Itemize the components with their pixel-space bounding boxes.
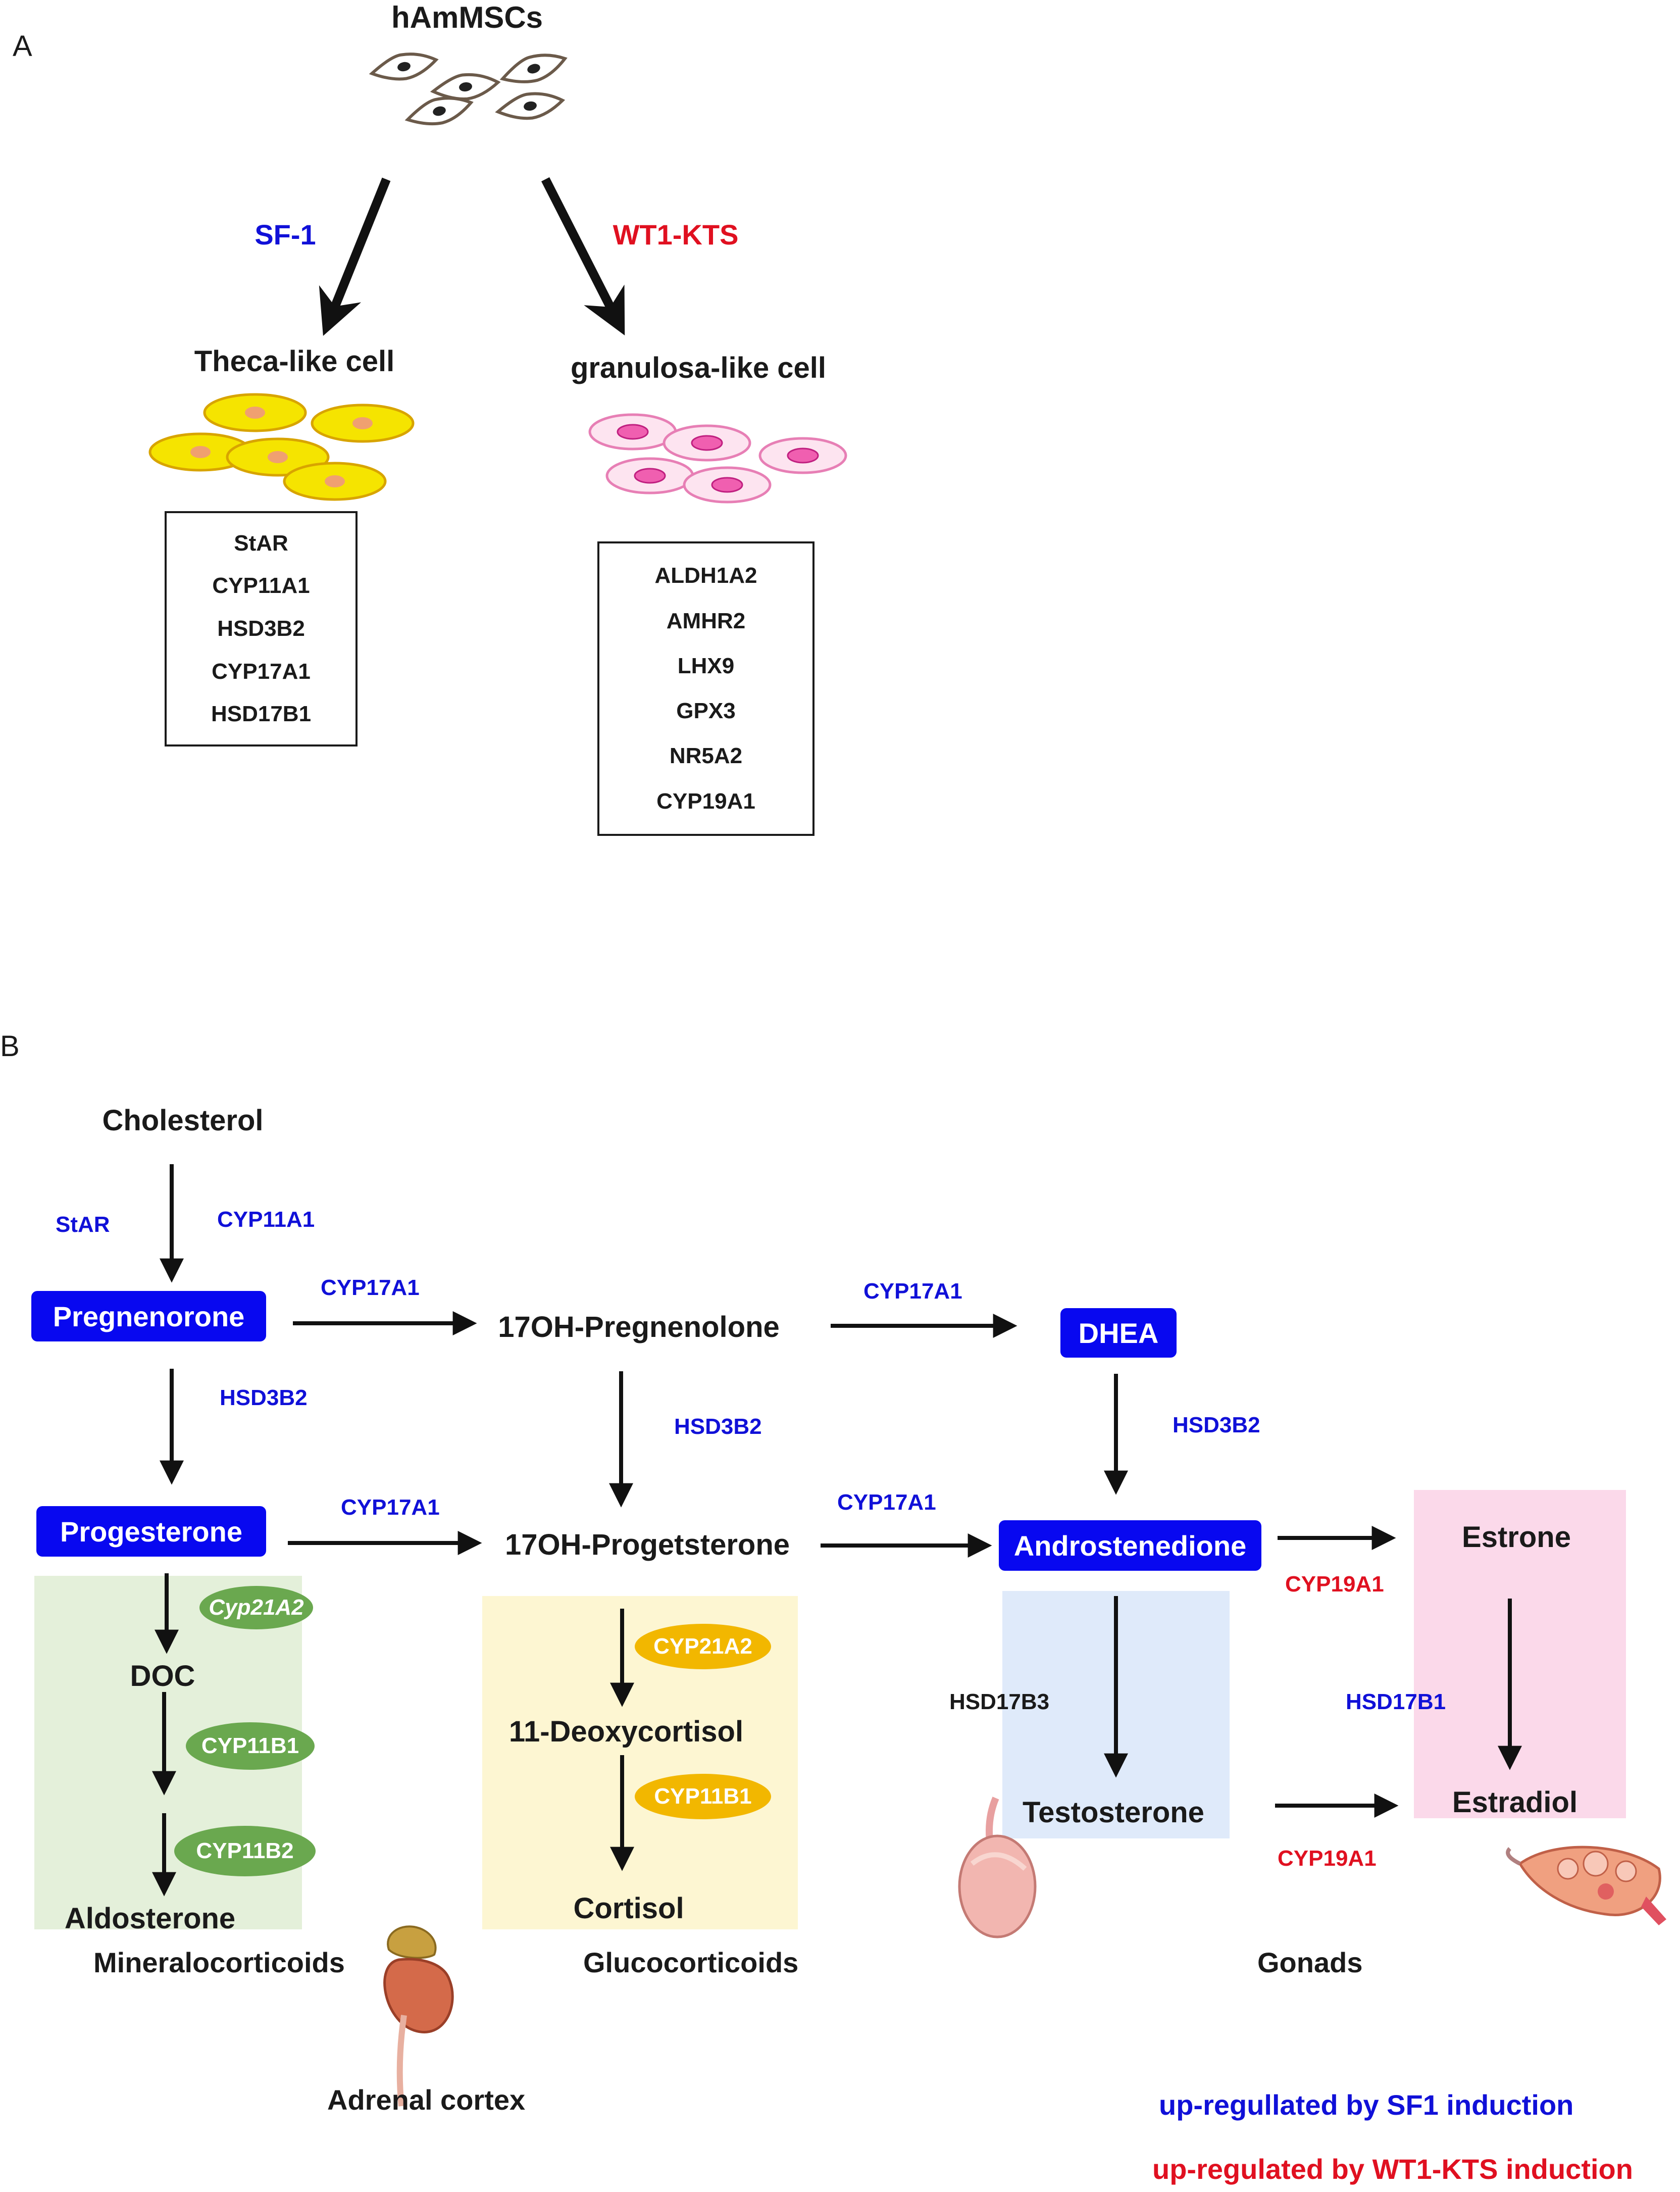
enzyme-hsd3b2-1: HSD3B2: [220, 1385, 308, 1410]
granulosa-cell: [758, 437, 847, 474]
legend-wt1-kts: up-regulated by WT1-KTS induction: [1152, 2153, 1633, 2185]
msc-cell: [369, 53, 439, 81]
enzyme-hsd17b3: HSD17B3: [949, 1689, 1050, 1714]
granulosa-cells: [588, 413, 847, 504]
gene-item: CYP19A1: [656, 788, 755, 814]
enzyme-cyp19a1-1: CYP19A1: [1285, 1572, 1384, 1597]
granulosa-cell: [605, 457, 694, 494]
gene-item: HSD3B2: [217, 616, 305, 641]
gene-item: CYP11A1: [212, 573, 310, 599]
theca-cell-title: Theca-like cell: [194, 345, 395, 378]
gene-item: LHX9: [677, 653, 735, 678]
factor-sf1: SF-1: [254, 219, 316, 251]
pathway-arrows: [152, 1164, 1522, 1897]
theca-cells: [148, 393, 415, 501]
node-estradiol: Estradiol: [1452, 1786, 1578, 1819]
enzyme-pill-cyp21a2-amber: CYP21A2: [635, 1624, 771, 1669]
enzyme-pill-cyp21a2-green: Cyp21A2: [199, 1586, 313, 1629]
node-estrone: Estrone: [1462, 1521, 1571, 1554]
enzyme-pill-cyp11b2-green: CYP11B2: [174, 1826, 316, 1876]
granulosa-cell: [663, 424, 751, 462]
enzyme-cyp17a1-1: CYP17A1: [321, 1275, 420, 1300]
panel-b-label: B: [0, 1030, 20, 1063]
panel-a-label: A: [13, 30, 32, 63]
testis-illustration: [958, 1797, 1037, 1938]
theca-cell: [283, 462, 387, 501]
node-doc: DOC: [130, 1660, 195, 1692]
enzyme-cyp17a1-4: CYP17A1: [837, 1490, 936, 1515]
gene-item: ALDH1A2: [654, 563, 757, 588]
theca-gene-list: StAR CYP11A1 HSD3B2 CYP17A1 HSD17B1: [165, 511, 358, 746]
node-pregnenorone: Pregnenorone: [31, 1291, 266, 1341]
msc-cells: [369, 53, 568, 126]
granulosa-cell-title: granulosa-like cell: [570, 352, 827, 384]
factor-wt1-kts: WT1-KTS: [613, 219, 739, 251]
gene-item: HSD17B1: [211, 702, 312, 727]
gene-item: StAR: [234, 530, 288, 556]
node-androstenedione: Androstenedione: [999, 1520, 1261, 1571]
enzyme-hsd3b2-2: HSD3B2: [674, 1414, 762, 1439]
node-cortisol: Cortisol: [573, 1892, 684, 1925]
msc-cell: [499, 54, 568, 83]
granulosa-cell: [683, 466, 772, 504]
node-11-deoxycortisol: 11-Deoxycortisol: [508, 1715, 744, 1748]
node-17oh-pregnenolone: 17OH-Pregnenolone: [498, 1311, 780, 1343]
enzyme-pill-cyp11b1-green: CYP11B1: [186, 1722, 315, 1770]
legend-sf1: up-regullated by SF1 induction: [1159, 2089, 1574, 2121]
enzyme-hsd17b1: HSD17B1: [1346, 1689, 1446, 1714]
adrenal-kidney-illustration: [383, 1925, 454, 2107]
enzyme-cyp17a1-3: CYP17A1: [341, 1495, 440, 1520]
msc-source-title: hAmMSCs: [391, 1, 543, 34]
gene-item: NR5A2: [669, 743, 743, 769]
theca-cell: [203, 393, 307, 432]
granulosa-cell: [588, 413, 677, 451]
node-cholesterol: Cholesterol: [102, 1104, 264, 1137]
enzyme-cyp17a1-2: CYP17A1: [863, 1279, 962, 1304]
msc-cell: [404, 96, 474, 126]
arrow-to-granulosa: [541, 177, 625, 336]
node-dhea: DHEA: [1060, 1308, 1177, 1358]
enzyme-cyp11a1: CYP11A1: [217, 1207, 315, 1232]
theca-cell: [311, 404, 415, 443]
category-mineralocorticoids: Mineralocorticoids: [93, 1947, 345, 1978]
gene-item: CYP17A1: [212, 659, 311, 684]
gene-item: AMHR2: [666, 608, 746, 633]
ovary-illustration: [1506, 1846, 1666, 1925]
msc-cell: [495, 92, 566, 120]
node-progesterone: Progesterone: [36, 1506, 266, 1557]
enzyme-star: StAR: [56, 1212, 110, 1237]
gene-item: GPX3: [676, 699, 736, 724]
node-testosterone: Testosterone: [1023, 1796, 1204, 1829]
arrow-to-theca: [319, 177, 391, 336]
category-gonads: Gonads: [1257, 1947, 1363, 1978]
category-adrenal-cortex: Adrenal cortex: [327, 2084, 526, 2116]
enzyme-cyp19a1-2: CYP19A1: [1278, 1846, 1377, 1871]
node-aldosterone: Aldosterone: [64, 1902, 236, 1935]
granulosa-gene-list: ALDH1A2 AMHR2 LHX9 GPX3 NR5A2 CYP19A1: [597, 541, 814, 836]
node-17oh-progetsterone: 17OH-Progetsterone: [504, 1528, 790, 1561]
enzyme-pill-cyp11b1-amber: CYP11B1: [635, 1774, 771, 1819]
category-glucocorticoids: Glucocorticoids: [583, 1947, 799, 1978]
enzyme-hsd3b2-3: HSD3B2: [1173, 1413, 1260, 1437]
